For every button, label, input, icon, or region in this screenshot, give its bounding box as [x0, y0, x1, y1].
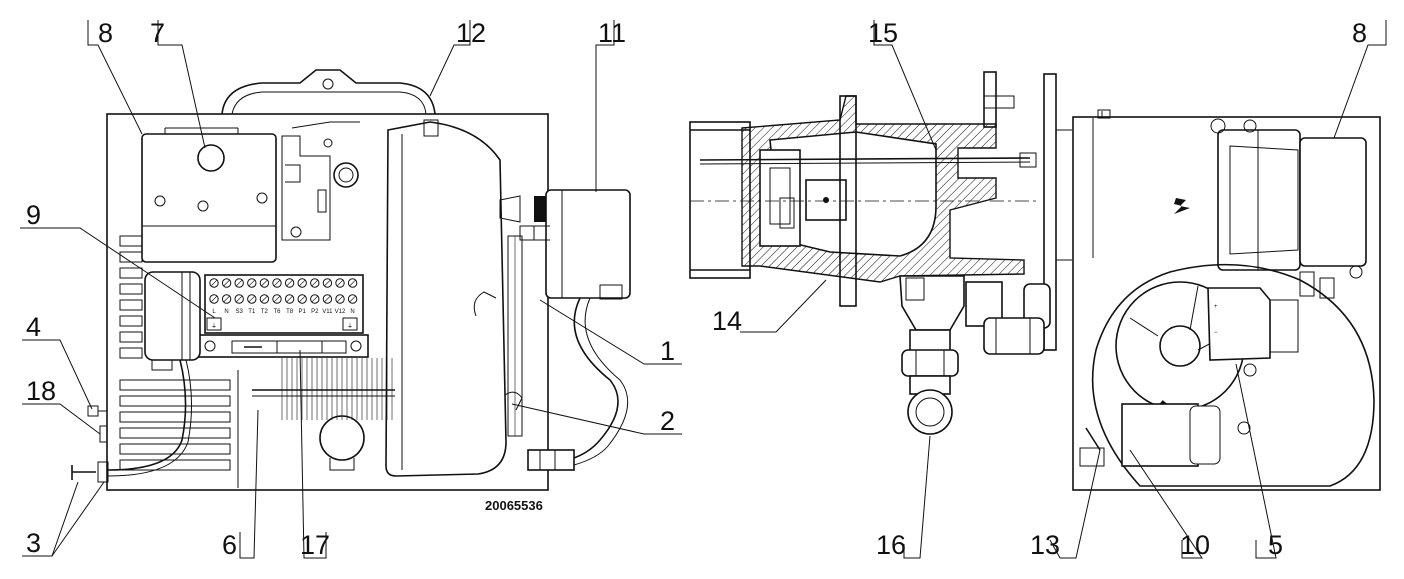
callout-10: 10	[1180, 530, 1210, 560]
leader-lines	[20, 20, 1387, 559]
terminal-label: L	[212, 309, 216, 315]
callout-15: 15	[868, 18, 898, 48]
terminal-label: P1	[299, 309, 307, 315]
terminal-label: T2	[261, 309, 269, 315]
fuel-inlet	[907, 389, 953, 435]
vent-louvers	[119, 235, 231, 471]
callout-2: 2	[660, 406, 675, 436]
svg-text:⏚: ⏚	[211, 323, 217, 330]
callout-7: 7	[150, 18, 165, 48]
callout-17: 17	[300, 530, 330, 560]
svg-text:−: −	[1214, 330, 1218, 336]
lifting-handle	[221, 69, 436, 115]
terminal-label: N	[224, 309, 228, 315]
callout-6: 6	[222, 530, 237, 560]
terminal-label: P2	[311, 309, 319, 315]
terminal-label: T1	[248, 309, 256, 315]
fixing-screw	[71, 461, 109, 483]
right-side-view: + −	[1072, 109, 1381, 491]
solenoid-cable	[573, 297, 619, 459]
middle-section-view	[689, 71, 1072, 435]
connector-strip	[197, 334, 369, 358]
control-unit	[1174, 118, 1367, 271]
callout-5: 5	[1268, 530, 1283, 560]
svg-text:⏚: ⏚	[347, 323, 353, 330]
terminal-label: S3	[236, 309, 244, 315]
callout-4: 4	[26, 312, 41, 342]
air-regulator: + −	[1207, 287, 1299, 377]
callout-9: 9	[26, 200, 41, 230]
callout-12: 12	[456, 18, 486, 48]
motor	[141, 127, 277, 263]
terminal-label: T6	[273, 309, 281, 315]
callout-8-left: 8	[98, 18, 113, 48]
terminal-label: T8	[286, 309, 294, 315]
cable-gland	[527, 449, 575, 471]
capacitor	[144, 271, 201, 371]
terminal-label: V12	[335, 309, 346, 315]
power-cable	[107, 359, 187, 471]
pump-coupling	[499, 195, 551, 437]
callout-18: 18	[26, 376, 56, 406]
solenoid-coil	[533, 189, 631, 300]
side-clip	[99, 425, 108, 443]
photocell	[1121, 400, 1221, 467]
side-screw	[87, 405, 107, 417]
lock-screw	[1079, 427, 1105, 467]
callout-3: 3	[26, 528, 41, 558]
cable-grille	[281, 358, 393, 420]
drawing-code: 20065536	[485, 498, 543, 513]
mounting-bracket	[281, 121, 360, 241]
callout-11: 11	[598, 18, 626, 48]
terminal-label: V11	[322, 309, 333, 315]
callout-labels: 1 2 3 4 5 6 7 8 8 9 10 11 12 13 14 15 16…	[26, 18, 1367, 560]
terminal-label: N	[350, 309, 354, 315]
callout-16: 16	[876, 530, 906, 560]
ignition-electrode	[699, 157, 1031, 161]
control-box	[385, 119, 507, 477]
svg-text:+: +	[1214, 304, 1218, 310]
callout-8-right: 8	[1352, 18, 1367, 48]
callout-1: 1	[660, 336, 675, 366]
callout-13: 13	[1030, 530, 1060, 560]
fan-housing	[1091, 263, 1375, 487]
callout-14: 14	[712, 306, 742, 336]
